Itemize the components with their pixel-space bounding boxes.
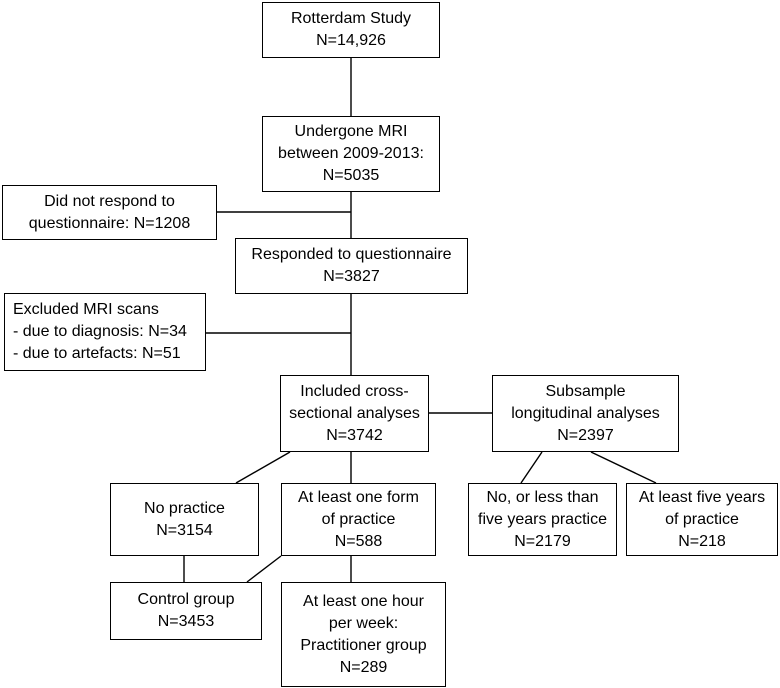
subsample-box: Subsample longitudinal analyses N=2397: [492, 375, 679, 452]
five-years-box: At least five years of practice N=218: [626, 483, 778, 556]
box-line: N=3827: [323, 268, 380, 285]
no-practice-box: No practice N=3154: [110, 483, 259, 556]
no-response-box: Did not respond to questionnaire: N=1208: [2, 185, 217, 240]
box-line: N=2397: [557, 426, 614, 444]
connector-cross-no-practice: [235, 451, 291, 484]
box-line: At least five years: [638, 488, 766, 506]
box-line: per week:: [328, 614, 399, 632]
less-five-years-box: No, or less than five years practice N=2…: [468, 483, 617, 556]
connector-subsample-less-five: [520, 451, 543, 484]
box-line: Did not respond to: [44, 192, 175, 210]
box-line: questionnaire: N=1208: [28, 214, 191, 232]
cross-sectional-box: Included cross- sectional analyses N=374…: [280, 375, 429, 452]
box-line: five years practice: [478, 510, 607, 528]
connector-one-form-control: [246, 555, 282, 583]
box-line: Included cross-: [300, 382, 409, 400]
box-line: No, or less than: [486, 488, 599, 506]
box-line: between 2009-2013:: [278, 145, 424, 162]
box-line: Responded to questionnaire: [251, 246, 452, 263]
box-line: Practitioner group: [300, 636, 427, 654]
box-line: N=3453: [157, 613, 215, 630]
one-form-practice-box: At least one form of practice N=588: [281, 483, 436, 556]
box-line: Subsample: [545, 382, 626, 400]
box-line: Excluded MRI scans: [13, 301, 159, 318]
box-line: Undergone MRI: [294, 123, 408, 140]
box-line: N=5035: [322, 167, 380, 184]
connector-subsample-five-years: [590, 451, 657, 484]
box-line: Control group: [137, 591, 235, 608]
box-line: At least one form: [298, 488, 419, 506]
control-group-box: Control group N=3453: [110, 582, 262, 640]
box-line: N=289: [339, 658, 388, 676]
box-line: N=218: [678, 532, 726, 550]
box-line: No practice: [144, 499, 225, 517]
box-line: of practice: [321, 510, 396, 528]
box-line: - due to artefacts: N=51: [13, 345, 181, 362]
box-line: N=3154: [156, 521, 213, 539]
excluded-scans-box: Excluded MRI scans - due to diagnosis: N…: [4, 293, 206, 371]
box-line: of practice: [665, 510, 739, 528]
box-line: longitudinal analyses: [511, 404, 660, 422]
box-line: sectional analyses: [289, 404, 420, 422]
box-line: - due to diagnosis: N=34: [13, 323, 187, 340]
box-line: Rotterdam Study: [290, 10, 412, 27]
box-line: N=2179: [514, 532, 571, 550]
rotterdam-study-box: Rotterdam Study N=14,926: [262, 2, 440, 58]
box-line: N=3742: [326, 426, 383, 444]
box-line: At least one hour: [303, 592, 424, 610]
responded-box: Responded to questionnaire N=3827: [235, 238, 468, 294]
box-line: N=14,926: [316, 32, 386, 49]
mri-box: Undergone MRI between 2009-2013: N=5035: [262, 116, 440, 192]
box-line: N=588: [334, 532, 383, 550]
practitioner-group-box: At least one hour per week: Practitioner…: [281, 582, 446, 687]
